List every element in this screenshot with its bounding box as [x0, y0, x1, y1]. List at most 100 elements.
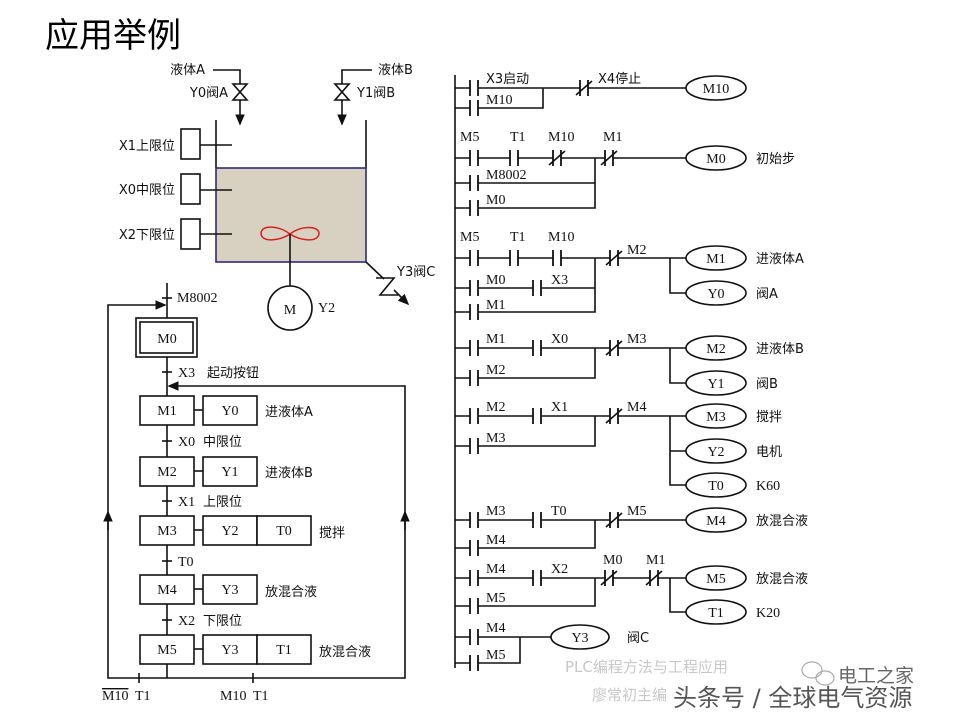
rung-2: M5 T1 M10 M1 M8002 M0 M0 初始步 [455, 130, 795, 217]
action-label: Y0 [221, 404, 238, 419]
step-description: 进液体A [265, 405, 313, 420]
coil-note: 阀C [627, 631, 649, 646]
valve-c-label: Y3阀C [396, 265, 435, 280]
contact-label: X0 [551, 332, 568, 347]
motor-label: M [284, 303, 297, 318]
contact-label: X4停止 [598, 71, 641, 87]
rung-5: M2 X1 M4 M3 M3 Y2 T0 搅拌 电机 K60 [455, 400, 782, 498]
contact-label: M3 [486, 504, 505, 519]
coil-label: M0 [706, 152, 725, 167]
return-right-and: T1 [253, 689, 269, 704]
coil-note: 电机 [756, 445, 782, 460]
action-label: Y3 [221, 643, 238, 658]
contact-label: M8002 [486, 168, 526, 183]
step-description: 搅拌 [319, 525, 345, 541]
coil-note: 阀A [756, 287, 778, 302]
step-description: 进液体B [265, 466, 313, 481]
contact-label: M1 [486, 332, 505, 347]
step-description: 放混合液 [265, 585, 317, 600]
action-label: Y3 [221, 583, 238, 598]
liquid-a-label: 液体A [170, 63, 205, 78]
sfc-transition-label: 起动按钮 [207, 366, 259, 381]
contact-label: M0 [603, 553, 622, 568]
contact-label: M5 [460, 230, 479, 245]
liquid-b-label: 液体B [378, 63, 413, 78]
coil-label: Y0 [707, 287, 724, 302]
contact-label: M3 [627, 332, 646, 347]
sensor-x1-box [180, 128, 201, 160]
rung-4: M1 X0 M3 M2 M2 Y1 进液体B 阀B [455, 332, 804, 396]
coil-note: 初始步 [756, 152, 795, 167]
contact-label: M0 [486, 193, 505, 208]
sfc-initial-step-label: M0 [157, 332, 176, 347]
sensor-x2-label: X2下限位 [119, 228, 175, 243]
valve-c-icon [376, 277, 398, 296]
contact-label: T0 [551, 504, 567, 519]
coil-note: 搅拌 [756, 409, 782, 425]
watermark-source: 头条号 / 全球电气资源 [673, 684, 912, 712]
contact-label: M10 [548, 130, 574, 145]
coil-label: Y1 [707, 377, 724, 392]
sfc-transition-signal: X1 [178, 495, 195, 510]
coil-note: 进液体A [756, 252, 804, 267]
tank-liquid [215, 167, 367, 263]
coil-label: T0 [708, 479, 724, 494]
contact-label: M4 [486, 562, 505, 577]
contact-label: M3 [486, 431, 505, 446]
rung-1: X3启动 M10 X4停止 M10 [455, 71, 747, 117]
coil-label: M3 [706, 410, 725, 425]
return-left-and: T1 [135, 689, 151, 704]
coil-label: M5 [706, 572, 725, 587]
coil-label: Y2 [707, 445, 724, 460]
watermark: PLC编程方法与工程应用 廖常初主编 电工之家 头条号 / 全球电气资源 [565, 658, 914, 712]
step-label: M5 [157, 643, 176, 658]
contact-label: M5 [486, 591, 505, 606]
sfc-transition-signal: X2 [178, 614, 195, 629]
coil-label: M2 [706, 342, 725, 357]
rung-6: M3 T0 M5 M4 M4 放混合液 [455, 504, 808, 557]
page-title: 应用举例 [45, 16, 181, 56]
sfc-transition-signal: X0 [178, 435, 195, 450]
sfc-chart: M8002 M0 X3 起动按钮 X0 中限位 X1 上限位 T0 X2 下限位… [102, 283, 410, 704]
ladder-diagram: X3启动 M10 X4停止 M10 M5 T1 M10 M1 M8002 M0 … [454, 71, 808, 672]
valve-a-icon [231, 83, 249, 101]
coil [685, 75, 747, 101]
contact-label: T1 [510, 130, 526, 145]
contact-label: X3 [551, 273, 568, 288]
sfc-transition-label: 下限位 [203, 614, 242, 629]
step-label: M1 [157, 404, 176, 419]
coil-label: M1 [706, 252, 725, 267]
sfc-transition-signal: X3 [178, 366, 195, 381]
coil-note: 阀B [756, 377, 778, 392]
step-label: M2 [157, 465, 176, 480]
contact-label: M4 [486, 533, 505, 548]
return-left-neg: M10 [102, 689, 128, 704]
contact-label: M2 [486, 363, 505, 378]
motor-icon [267, 285, 313, 331]
contact-label: M4 [486, 621, 505, 636]
valve-b-icon [333, 83, 351, 101]
watermark-book: PLC编程方法与工程应用 [565, 658, 728, 676]
coil-note: 进液体B [756, 342, 804, 357]
step-label: M3 [157, 524, 176, 539]
contact-label: M1 [486, 298, 505, 313]
watermark-account: 电工之家 [838, 665, 914, 687]
contact-label: M4 [627, 400, 646, 415]
sfc-transition-label: 中限位 [203, 435, 242, 450]
coil-label: T1 [708, 606, 724, 621]
contact-label: X3启动 [486, 72, 529, 87]
coil-note: K20 [756, 606, 780, 621]
rung-3: M5 T1 M10 M2 M0 X3 M1 M1 Y0 进液体A 阀A [455, 230, 804, 321]
coil-label: Y3 [571, 631, 588, 646]
action-label: Y2 [221, 524, 238, 539]
watermark-author: 廖常初主编 [592, 686, 667, 704]
contact-label: M1 [646, 553, 665, 568]
contact-label: M0 [486, 273, 505, 288]
contact-label: M10 [548, 230, 574, 245]
action-label: T1 [276, 643, 292, 658]
sfc-transition-label: 上限位 [203, 495, 242, 510]
sfc-step-m1: M1 Y0 进液体A [139, 395, 313, 426]
contact-label: M2 [627, 243, 646, 258]
rung-7: M4 X2 M0 M1 M5 M5 T1 放混合液 K20 [455, 553, 808, 625]
